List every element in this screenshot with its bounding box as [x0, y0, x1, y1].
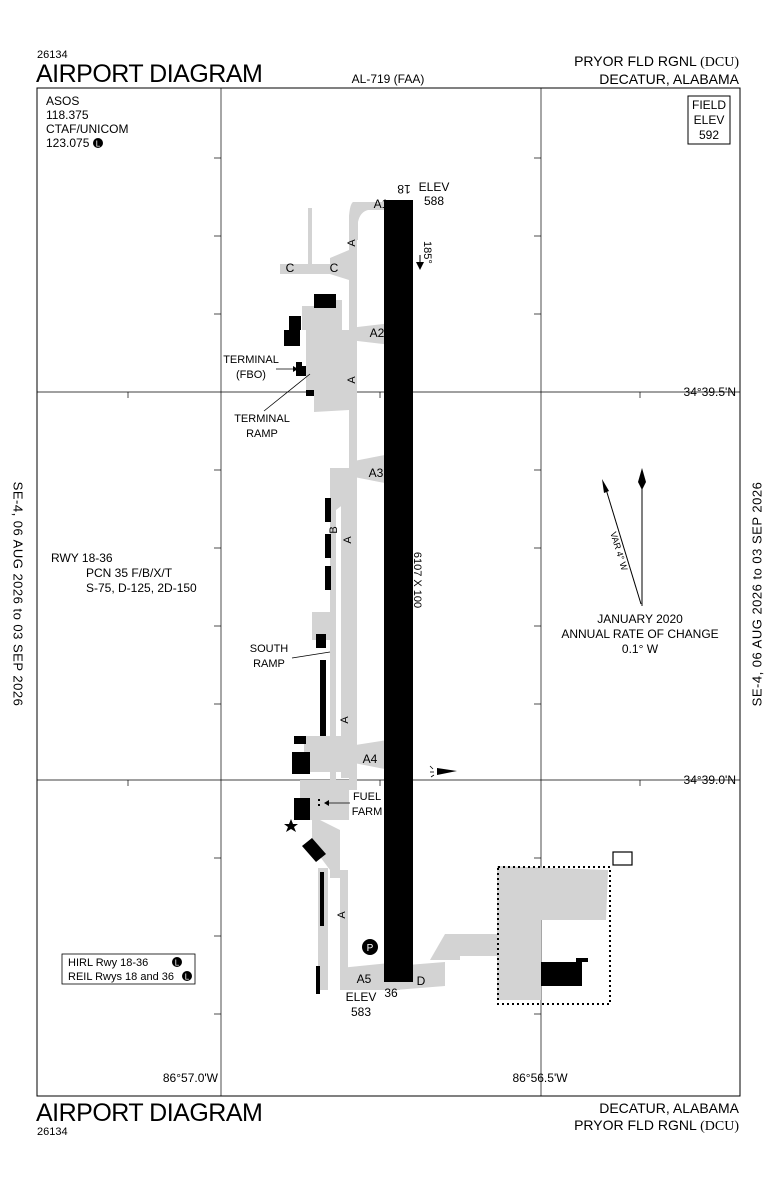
lighting-hirl: HIRL Rwy 18-36 — [68, 957, 148, 969]
airport-name-text: PRYOR FLD RGNL — [574, 53, 697, 69]
terminal-fbo-label-2: (FBO) — [236, 369, 266, 381]
terminal-ramp-leader — [263, 373, 311, 412]
asos-frequency: 118.375 — [46, 108, 89, 122]
magvar-date: JANUARY 2020 — [597, 612, 683, 626]
field-elev-line2: ELEV — [694, 113, 725, 127]
heading-arrowhead-south-icon — [416, 262, 424, 270]
lighting-reil-symbol-text: L — [185, 973, 190, 982]
terminal-fbo-arrow-icon — [293, 366, 298, 372]
runway-36-heading: 005° — [401, 940, 413, 963]
magnetic-variation: VAR 4° W — [602, 468, 646, 606]
taxiway-a-label-3: A — [342, 536, 354, 544]
footer-airport-ident: (DCU) — [700, 1119, 739, 1134]
construction-area-outline — [497, 866, 611, 1005]
taxiway-a-label-1: A — [346, 239, 358, 247]
terminal-fbo-label-1: TERMINAL — [223, 354, 279, 366]
asos-label: ASOS — [46, 94, 79, 108]
taxiway-a2-label: A2 — [370, 326, 385, 340]
magnetic-north-line — [604, 485, 642, 605]
parking-symbol-text: P — [367, 943, 374, 954]
map-frame — [36, 87, 741, 1097]
ctaf-frequency: 123.075 — [46, 136, 90, 150]
obstruction-box — [612, 851, 633, 866]
taxiway-c-label-east: C — [330, 261, 339, 275]
south-ramp-label-1: SOUTH — [250, 643, 289, 655]
airport-ident: (DCU) — [700, 55, 739, 70]
page-title: AIRPORT DIAGRAM — [36, 60, 263, 88]
windsock-icon — [429, 765, 457, 778]
terminal-ramp-label-2: RAMP — [246, 428, 278, 440]
fuel-farm-arrow-icon — [324, 800, 329, 806]
coord-lon-west: 86°57.0'W — [163, 1071, 219, 1085]
taxiway-c-label-west: C — [286, 261, 295, 275]
field-elev-value: 592 — [699, 128, 719, 142]
lighting-reil: REIL Rwys 18 and 36 — [68, 971, 174, 983]
lighting-symbol-icon — [93, 138, 103, 148]
lighting-hirl-symbol-icon — [172, 957, 182, 967]
lighting-symbol-text: L — [96, 140, 101, 149]
field-elev-box — [687, 95, 731, 145]
chart-id: 26134 — [37, 49, 68, 61]
terminal-ramp-label-1: TERMINAL — [234, 413, 290, 425]
taxiway-a1-label: A1 — [374, 197, 389, 211]
taxiway-a4-label: A4 — [363, 752, 378, 766]
fuel-farm-label-1: FUEL — [353, 791, 381, 803]
taxiway-a3-label: A3 — [369, 466, 384, 480]
north-elev-value: 588 — [424, 194, 444, 208]
pavement — [280, 202, 608, 1000]
footer-chart-id: 26134 — [37, 1126, 68, 1138]
true-north-arrow-icon — [638, 468, 646, 490]
taxiway-b-label: B — [328, 526, 340, 533]
coord-lat-north: 34°39.5'N — [684, 385, 736, 399]
footer-airport: PRYOR FLD RGNL (DCU) — [574, 1117, 739, 1134]
procedure-code: AL-719 (FAA) — [352, 72, 425, 86]
fuel-farm-label-2: FARM — [352, 806, 383, 818]
airport-city: DECATUR, ALABAMA — [599, 71, 739, 87]
runway-dimensions: 6107 X 100 — [411, 552, 423, 608]
lighting-hirl-symbol-text: L — [175, 959, 180, 968]
taxiway-a-label-4: A — [339, 716, 351, 724]
south-ramp-label-2: RAMP — [253, 658, 285, 670]
north-elev-label: ELEV — [419, 180, 450, 194]
taxiway-a-label-2: A — [346, 376, 358, 384]
magvar-rate: 0.1° W — [622, 642, 659, 656]
ctaf-label: CTAF/UNICOM — [46, 122, 128, 136]
field-elev-line1: FIELD — [692, 98, 726, 112]
runway-18-36 — [384, 200, 413, 982]
magvar-label: VAR 4° W — [608, 531, 629, 573]
lighting-box — [61, 953, 196, 985]
runway-18-label: 18 — [397, 182, 411, 196]
footer-city: DECATUR, ALABAMA — [599, 1100, 739, 1116]
beacon-star-icon — [284, 819, 298, 832]
runway-info-weights: S-75, D-125, 2D-150 — [86, 581, 197, 595]
footer-airport-text: PRYOR FLD RGNL — [574, 1117, 697, 1133]
taxiway-d-label: D — [417, 974, 426, 988]
parking-symbol-icon — [362, 939, 378, 955]
south-elev-value: 583 — [351, 1005, 371, 1019]
magvar-rate-label: ANNUAL RATE OF CHANGE — [561, 627, 718, 641]
taxiway-a-label-5: A — [336, 911, 348, 919]
coord-lat-south: 34°39.0'N — [684, 773, 736, 787]
grid-ticks — [127, 157, 641, 1015]
buildings — [284, 294, 588, 994]
magnetic-north-arrow-icon — [602, 479, 609, 493]
lighting-reil-symbol-icon — [182, 971, 192, 981]
footer-title: AIRPORT DIAGRAM — [36, 1099, 263, 1127]
taxiway-a5-label: A5 — [357, 972, 372, 986]
coord-lon-east: 86°56.5'W — [512, 1071, 568, 1085]
fuel-tanks-icon — [318, 799, 320, 806]
runway-info-rwy: RWY 18-36 — [51, 551, 113, 565]
heading-arrowhead-north-icon — [404, 911, 412, 919]
runway-info-pcn: PCN 35 F/B/X/T — [86, 566, 173, 580]
runway-18-heading: 185° — [421, 241, 433, 264]
runway-36-label: 36 — [384, 986, 398, 1000]
airport-name: PRYOR FLD RGNL (DCU) — [574, 53, 739, 70]
south-ramp-leader — [291, 651, 331, 659]
south-elev-label: ELEV — [346, 990, 377, 1004]
